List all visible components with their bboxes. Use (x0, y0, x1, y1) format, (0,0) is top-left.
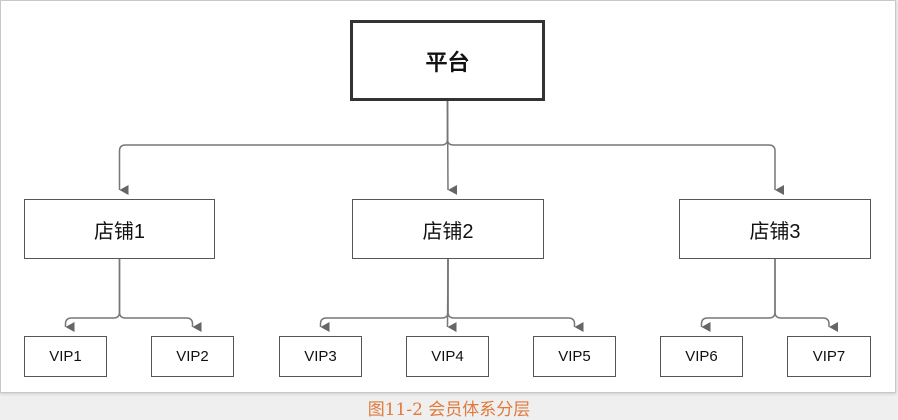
node-vip-7: VIP7 (787, 336, 871, 377)
node-label: VIP4 (431, 348, 464, 365)
node-vip-6: VIP6 (660, 336, 743, 377)
node-store-2: 店铺2 (352, 199, 544, 259)
node-label: VIP7 (812, 348, 846, 365)
node-vip-1: VIP1 (24, 336, 107, 377)
node-label: VIP3 (304, 348, 337, 365)
node-label: VIP1 (49, 348, 82, 365)
edge-store-1-vip-1 (64, 259, 121, 332)
node-vip-3: VIP3 (279, 336, 362, 377)
edge-platform-store-3 (446, 101, 784, 195)
edge-store-3-vip-6 (700, 259, 776, 332)
node-label: 店铺3 (749, 220, 801, 243)
figure-caption: 图11-2 会员体系分层 (367, 400, 531, 420)
node-label: 平台 (425, 49, 470, 75)
node-label: VIP5 (558, 348, 591, 365)
edge-store-1-vip-2 (118, 259, 202, 332)
node-label: VIP6 (685, 348, 718, 365)
node-label: 店铺2 (422, 220, 474, 243)
node-label: VIP2 (176, 348, 209, 365)
node-platform: 平台 (350, 20, 545, 101)
node-store-3: 店铺3 (679, 199, 871, 259)
edge-platform-store-1 (118, 101, 449, 195)
edge-store-2-vip-5 (447, 259, 584, 332)
node-label: 店铺1 (93, 220, 146, 243)
edge-store-3-vip-7 (774, 259, 838, 332)
node-vip-5: VIP5 (533, 336, 616, 377)
node-vip-2: VIP2 (151, 336, 234, 377)
edge-store-2-vip-3 (319, 259, 449, 332)
node-vip-4: VIP4 (406, 336, 489, 377)
node-store-1: 店铺1 (24, 199, 215, 259)
